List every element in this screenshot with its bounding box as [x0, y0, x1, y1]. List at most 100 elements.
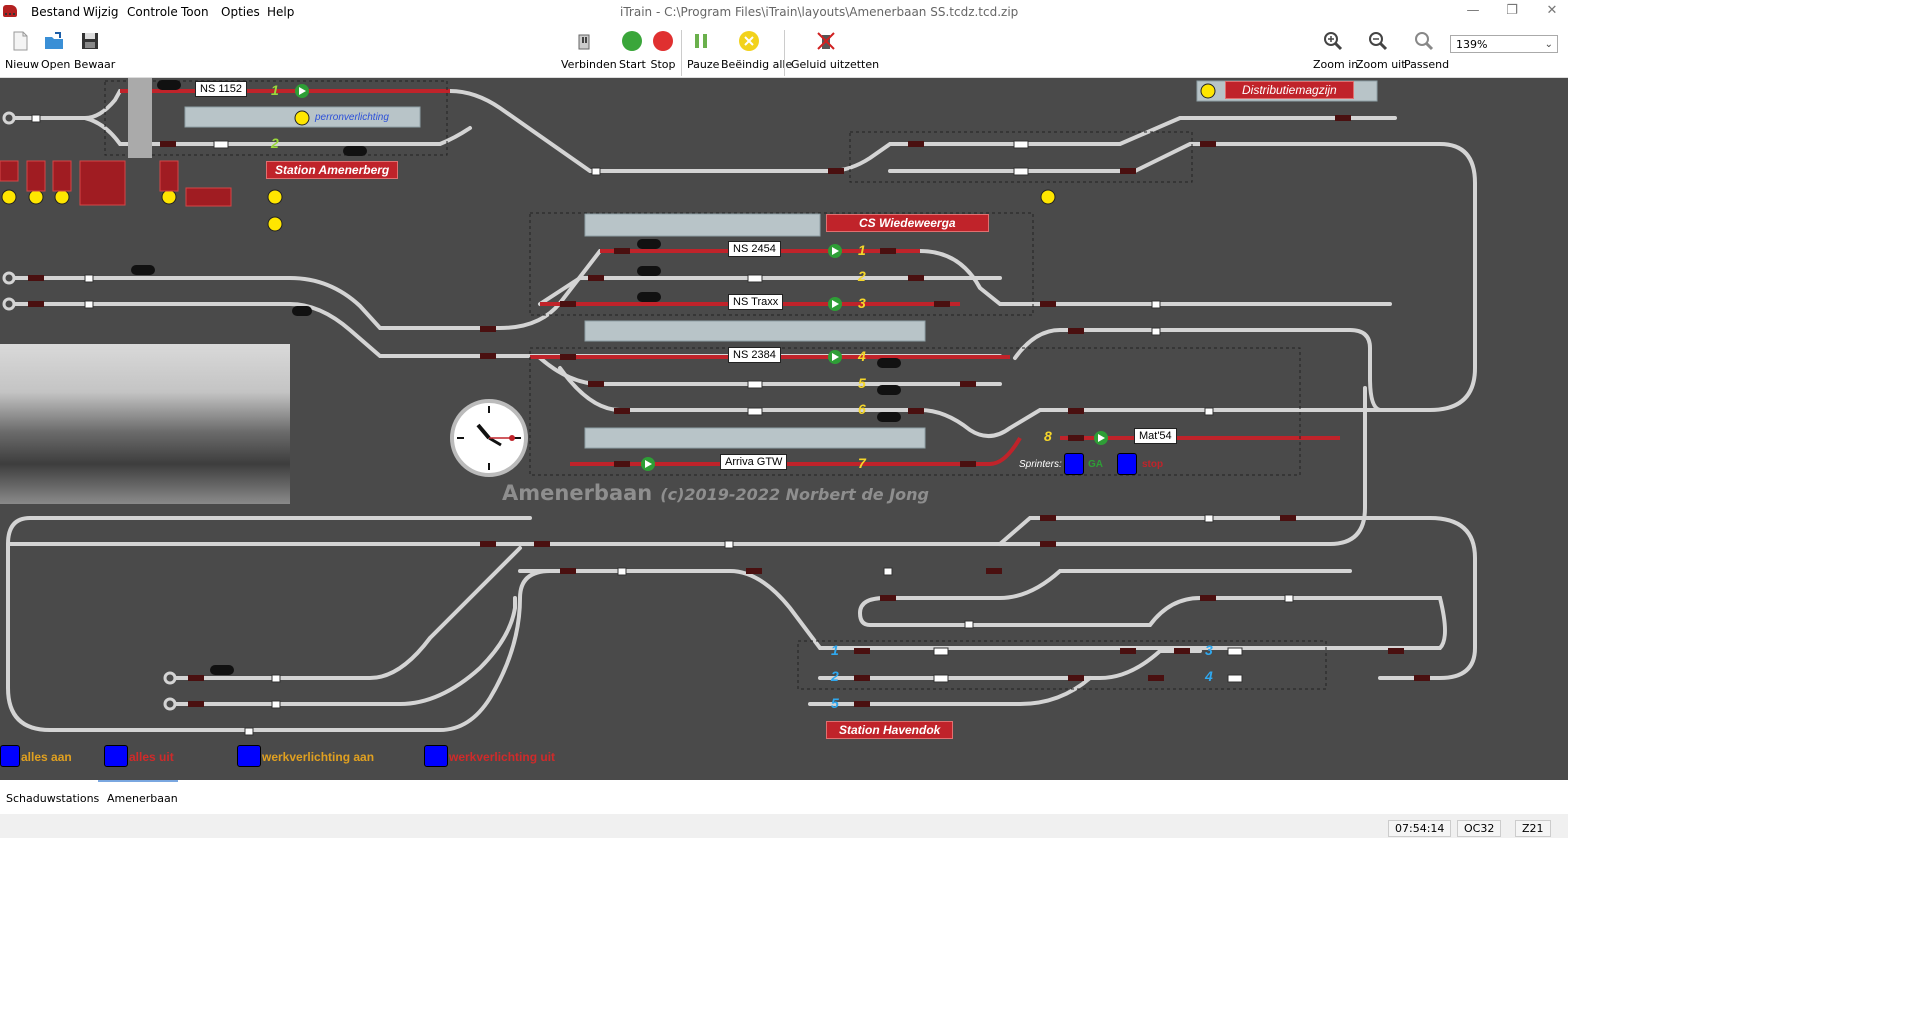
connect-button[interactable]: Verbinden	[561, 30, 617, 71]
chevron-down-icon: ⌄	[1544, 39, 1553, 50]
end-all-button[interactable]: Beëindig alle	[721, 30, 792, 71]
train-label[interactable]: NS 2384	[728, 347, 781, 363]
station-label: Station Havendok	[826, 721, 954, 739]
menu-bar: Bestand Wijzig Controle Toon Opties Help…	[0, 0, 1568, 24]
credits-author: (c)2019-2022 Norbert de Jong	[660, 485, 929, 504]
minimize-button[interactable]: —	[1466, 3, 1480, 18]
track-number: 2	[831, 668, 839, 684]
zoom-level-value: 139%	[1456, 38, 1488, 51]
menu-controle[interactable]: Controle	[127, 5, 178, 19]
track-layout-canvas[interactable]: NS 1152 NS 2454 NS Traxx NS 2384 Arriva …	[0, 78, 1568, 780]
station-box-amenerberg	[104, 80, 448, 156]
sound-off-icon	[817, 32, 835, 50]
track-sw-1	[168, 546, 522, 680]
work-light-off-button[interactable]	[424, 745, 448, 767]
layout-tabs: Schaduwstations Amenerbaan	[0, 780, 1568, 814]
track-number: 5	[858, 375, 866, 391]
train-label[interactable]: Mat'54	[1134, 428, 1177, 444]
platform-cs-2	[584, 320, 926, 342]
all-on-button[interactable]	[0, 745, 20, 767]
pause-button[interactable]: Pauze	[687, 30, 720, 71]
sound-off-label: Geluid uitzetten	[791, 58, 880, 71]
zoom-in-button[interactable]: Zoom in	[1313, 30, 1358, 71]
work-light-on-button[interactable]	[237, 745, 261, 767]
menu-wijzig[interactable]: Wijzig	[83, 5, 119, 19]
perron-light-label: perronverlichting	[315, 112, 389, 123]
menu-opties[interactable]: Opties	[221, 5, 260, 19]
toolbar: Nieuw Open Bewaar Verbinden Start Stop P…	[0, 24, 1568, 78]
save-button[interactable]: Bewaar	[74, 30, 116, 71]
train-label[interactable]: NS 2454	[728, 241, 781, 257]
track-east-lower	[998, 516, 1477, 680]
track-cs-lower	[6, 302, 1002, 358]
menu-toon[interactable]: Toon	[181, 5, 209, 19]
track-number: 2	[271, 135, 279, 151]
station-clock	[450, 399, 528, 477]
pause-label: Pauze	[687, 58, 720, 71]
window-title: iTrain - C:\Program Files\iTrain\layouts…	[620, 5, 1019, 19]
open-label: Open	[41, 58, 71, 71]
train-label[interactable]: NS Traxx	[728, 294, 784, 310]
restore-button[interactable]: ❐	[1506, 3, 1518, 18]
train-label[interactable]: Arriva GTW	[720, 454, 788, 470]
zoom-out-icon	[1369, 32, 1388, 51]
sprinters-stop-label: stop	[1142, 459, 1164, 470]
track-number: 1	[858, 242, 866, 258]
clock-face-icon	[457, 406, 521, 470]
work-light-off-label: werkverlichting uit	[449, 750, 556, 764]
menu-bestand[interactable]: Bestand	[31, 5, 81, 19]
track-number: 3	[858, 295, 866, 311]
station-box-cs-lower	[529, 347, 1301, 476]
track-number: 4	[1205, 668, 1213, 684]
new-file-icon	[13, 31, 28, 51]
track-number: 5	[831, 695, 839, 711]
track-sw-outer	[6, 542, 552, 732]
connect-label: Verbinden	[561, 58, 617, 71]
track-east-loop	[888, 142, 1477, 412]
track-number: 8	[1044, 428, 1052, 444]
sprinters-label: Sprinters:	[1019, 459, 1062, 470]
train-label[interactable]: NS 1152	[195, 81, 247, 97]
credits-title: Amenerbaan	[502, 481, 653, 505]
sound-off-button[interactable]: Geluid uitzetten	[791, 30, 880, 71]
start-green-icon	[622, 31, 642, 51]
open-folder-icon	[45, 32, 63, 49]
track-number: 6	[858, 401, 866, 417]
tab-amenerbaan[interactable]: Amenerbaan	[107, 792, 178, 805]
start-button[interactable]: Start	[619, 30, 646, 71]
fit-button[interactable]: Passend	[1404, 30, 1449, 71]
track-number: 3	[1205, 642, 1213, 658]
zoom-fit-icon	[1415, 32, 1434, 51]
station-label: CS Wiedeweerga	[826, 214, 989, 232]
station-box-havendok	[797, 640, 1327, 690]
app-icon	[3, 5, 17, 17]
all-off-button[interactable]	[104, 745, 128, 767]
start-label: Start	[619, 58, 646, 71]
all-off-label: alles uit	[129, 750, 174, 764]
sprinters-stop-button[interactable]	[1117, 453, 1137, 475]
new-button[interactable]: Nieuw	[5, 30, 40, 71]
save-disk-icon	[82, 33, 98, 49]
track-number: 1	[271, 82, 279, 98]
save-label: Bewaar	[74, 58, 116, 71]
zoom-out-button[interactable]: Zoom uit	[1356, 30, 1406, 71]
layout-photo	[0, 344, 290, 504]
station-label: Station Amenerberg	[266, 161, 399, 179]
close-button[interactable]: ✕	[1546, 3, 1558, 18]
station-box-cs-upper	[529, 212, 1034, 316]
track-amenerberg-2	[83, 116, 472, 146]
work-light-on-label: werkverlichting aan	[262, 750, 375, 764]
open-button[interactable]: Open	[41, 30, 71, 71]
station-label: Distributiemagzijn	[1225, 81, 1354, 99]
zoom-level-select[interactable]: 139% ⌄	[1450, 35, 1558, 53]
track-middle-west	[6, 516, 532, 546]
connect-icon	[578, 34, 590, 50]
menu-help[interactable]: Help	[267, 5, 295, 19]
tab-schaduwstations[interactable]: Schaduwstations	[6, 792, 100, 805]
new-label: Nieuw	[5, 58, 40, 71]
sprinters-go-button[interactable]	[1064, 453, 1084, 475]
stop-red-icon	[653, 31, 673, 51]
stop-button[interactable]: Stop	[650, 30, 676, 71]
toolbar-separator	[784, 30, 785, 76]
track-sw-2	[168, 596, 517, 706]
